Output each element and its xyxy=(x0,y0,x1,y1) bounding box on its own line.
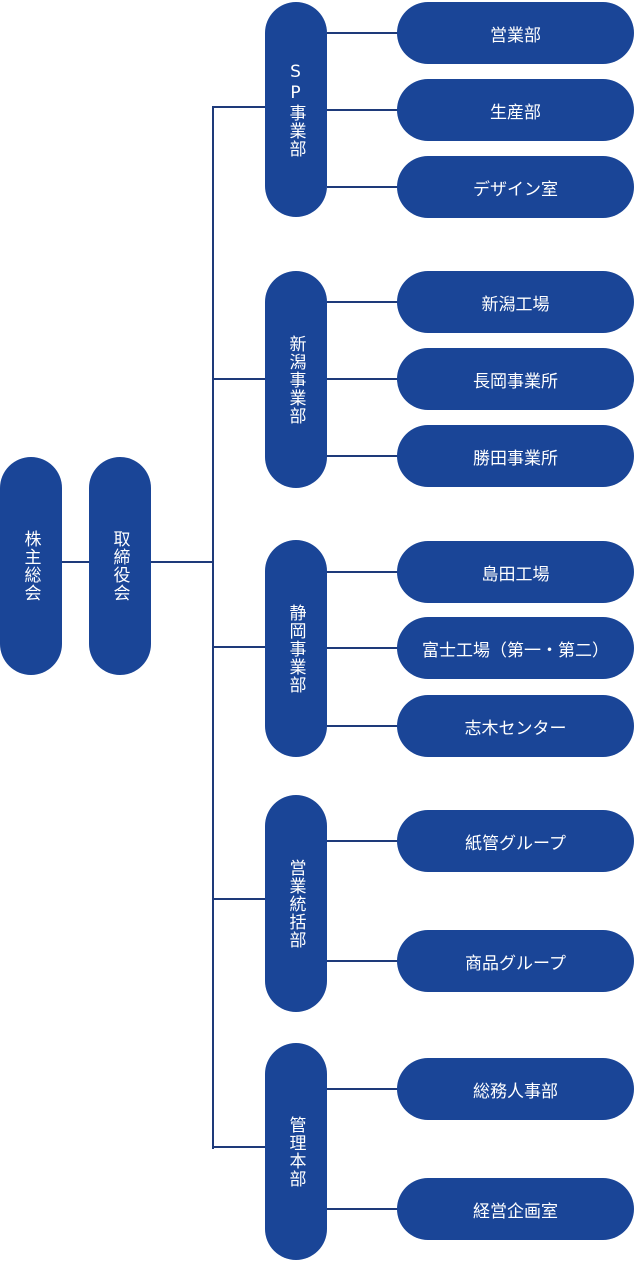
connector xyxy=(327,301,398,303)
connector xyxy=(62,561,90,563)
connector xyxy=(327,840,398,842)
trunk-line xyxy=(212,106,214,1149)
connector xyxy=(327,1208,398,1210)
unit: 長岡事業所 xyxy=(397,348,634,410)
division-sp: SP事業部 xyxy=(265,2,327,217)
unit: 総務人事部 xyxy=(397,1058,634,1120)
division-admin: 管理本部 xyxy=(265,1043,327,1260)
unit: デザイン室 xyxy=(397,156,634,218)
unit: 新潟工場 xyxy=(397,271,634,333)
node-shareholders: 株主総会 xyxy=(0,457,62,675)
connector xyxy=(151,561,214,563)
connector xyxy=(212,378,266,380)
node-board: 取締役会 xyxy=(89,457,151,675)
division-sales: 営業統括部 xyxy=(265,795,327,1012)
connector xyxy=(212,646,266,648)
unit: 勝田事業所 xyxy=(397,425,634,487)
connector xyxy=(327,571,398,573)
connector xyxy=(212,1146,266,1148)
connector xyxy=(212,106,266,108)
unit: 経営企画室 xyxy=(397,1178,634,1240)
division-shizuoka: 静岡事業部 xyxy=(265,540,327,757)
connector xyxy=(327,647,398,649)
connector xyxy=(327,455,398,457)
connector xyxy=(212,898,266,900)
unit: 商品グループ xyxy=(397,930,634,992)
division-niigata: 新潟事業部 xyxy=(265,271,327,488)
connector xyxy=(327,960,398,962)
unit: 富士工場（第一・第二） xyxy=(397,617,634,679)
connector xyxy=(327,1088,398,1090)
connector xyxy=(327,725,398,727)
connector xyxy=(327,109,398,111)
connector xyxy=(327,378,398,380)
unit: 志木センター xyxy=(397,695,634,757)
unit: 島田工場 xyxy=(397,541,634,603)
unit: 紙管グループ xyxy=(397,810,634,872)
connector xyxy=(327,32,398,34)
connector xyxy=(327,186,398,188)
unit: 生産部 xyxy=(397,79,634,141)
unit: 営業部 xyxy=(397,2,634,64)
